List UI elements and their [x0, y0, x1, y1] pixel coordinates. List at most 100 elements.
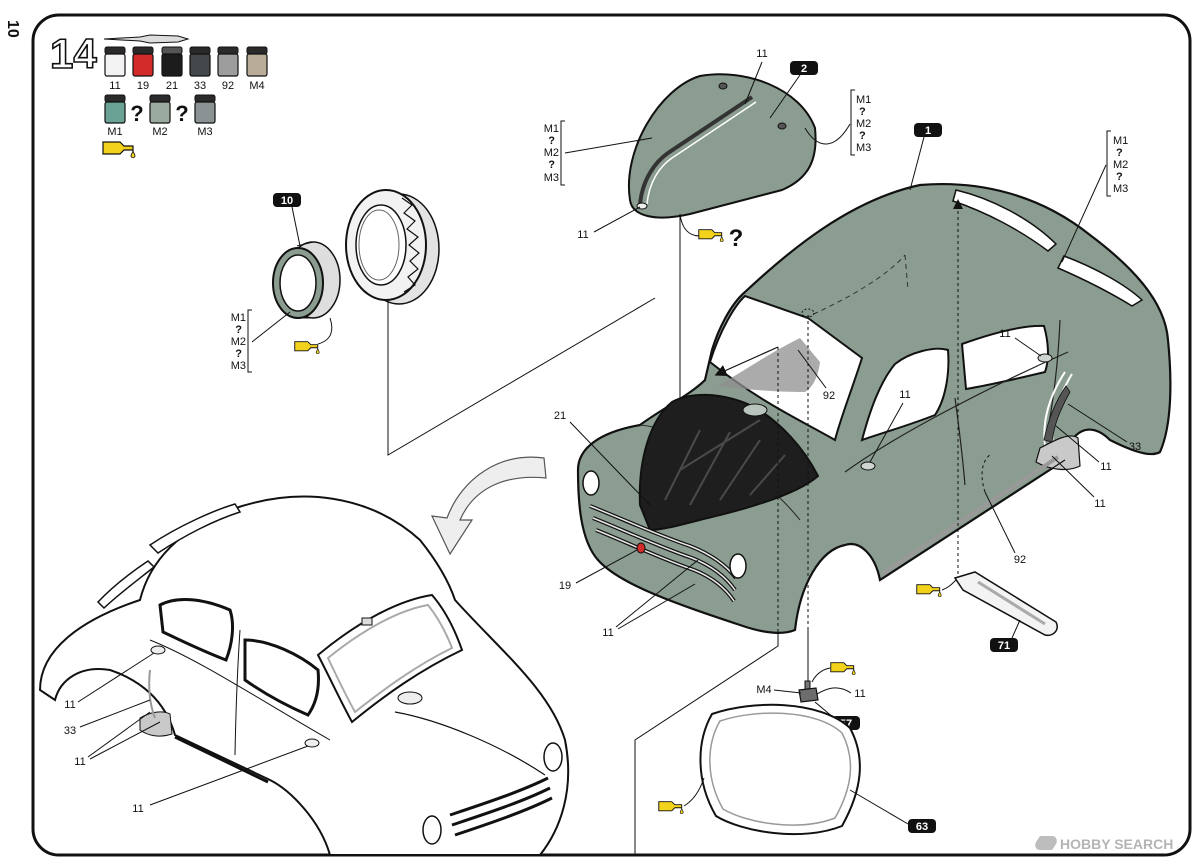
headlight — [582, 470, 600, 496]
curved-arrow-icon — [430, 456, 547, 556]
svg-text:M3: M3 — [1113, 183, 1128, 195]
svg-text:M2: M2 — [1113, 159, 1128, 171]
color-bracket-hood-right: M1 ? M2 ? M3 — [804, 89, 871, 156]
callout-label: 11 — [577, 229, 588, 241]
wheel-rim-inner — [279, 254, 317, 312]
brush-icon — [103, 34, 190, 44]
paint-pot-4: 33 — [189, 46, 211, 92]
hood-hinge — [777, 122, 787, 130]
callout-label: 21 — [554, 410, 566, 422]
headlight — [729, 553, 747, 579]
watermark: HOBBY SEARCH — [1035, 836, 1173, 852]
color-bracket-body-right: M1 ? M2 ? M3 — [1061, 130, 1128, 263]
color-bracket-hood-left: M1 ? M2 ? M3 — [544, 120, 653, 186]
paint-code-label: M3 — [197, 126, 212, 138]
svg-text:?: ? — [859, 106, 866, 118]
paint-code-label: 21 — [166, 80, 178, 92]
wheel-guide-line — [387, 297, 656, 456]
callout-label: 33 — [1129, 441, 1141, 453]
roof-vent — [952, 189, 1058, 252]
tire-bead — [358, 209, 400, 281]
paint-code-label: M1 — [107, 126, 122, 138]
svg-text:?: ? — [859, 130, 866, 142]
svg-text:M2: M2 — [856, 118, 871, 130]
callout-label: 92 — [823, 390, 835, 402]
callout-label: 19 — [559, 580, 571, 592]
assembled-mirror — [361, 617, 373, 626]
svg-text:?: ? — [548, 135, 555, 147]
assembled-grille-bar — [449, 776, 549, 817]
glue-icon — [294, 341, 320, 354]
callout-label: 11 — [999, 328, 1010, 340]
callout-label: 11 — [1100, 461, 1111, 473]
callout-label: 11 — [756, 48, 767, 60]
roof-inner-dash — [804, 254, 909, 319]
windshield-part — [699, 703, 861, 836]
mirror-part — [798, 687, 819, 703]
svg-text:?: ? — [235, 324, 242, 336]
door-handle — [1037, 353, 1053, 363]
part-badge-bg — [790, 61, 818, 75]
assembled-door-seam — [234, 629, 241, 756]
hood-part — [627, 73, 817, 219]
assembled-windshield-glass — [326, 603, 454, 714]
watermark-text: HOBBY SEARCH — [1060, 836, 1173, 852]
sill-line — [879, 459, 1066, 581]
svg-text:M3: M3 — [231, 360, 246, 372]
hood-rim — [638, 95, 754, 206]
callout-label: 11 — [64, 699, 75, 711]
mix-pot-2: M2 — [149, 94, 171, 138]
callout-label: 92 — [1014, 554, 1026, 566]
windshield-tint — [718, 338, 820, 392]
svg-text:?: ? — [1116, 171, 1123, 183]
tire-hole — [355, 204, 407, 286]
part-badge-bg — [990, 638, 1018, 652]
svg-text:?: ? — [1116, 147, 1123, 159]
callout-label: 11 — [132, 803, 143, 815]
assembled-headlight — [543, 742, 563, 772]
door-seam — [954, 397, 966, 486]
part-number-badge: 1 — [925, 125, 931, 137]
paint-pot-2: 19 — [132, 46, 154, 92]
svg-text:?: ? — [235, 348, 242, 360]
callout-label: M4 — [756, 684, 771, 696]
svg-text:M1: M1 — [231, 312, 246, 324]
svg-text:M1: M1 — [544, 123, 559, 135]
callout-label: 33 — [64, 725, 76, 737]
assembled-grille-bar — [454, 796, 553, 837]
callout-label: 11 — [854, 688, 865, 700]
mix-symbol: ? — [130, 101, 143, 126]
glue-icon — [698, 229, 724, 242]
svg-text:M2: M2 — [544, 147, 559, 159]
part-number-badge: 2 — [801, 63, 807, 75]
svg-text:?: ? — [548, 159, 555, 171]
grille-bar — [592, 517, 736, 591]
hood-rim-highlight — [646, 101, 757, 205]
mix-pot-3: M3 — [194, 94, 216, 138]
assembled-roof-vent — [96, 560, 156, 610]
paint-code-label: 19 — [137, 80, 149, 92]
glue-icon — [916, 584, 942, 597]
part-number-badge: 63 — [916, 821, 928, 833]
paint-pot-body — [104, 101, 126, 124]
paint-pot-1: 11 — [104, 46, 126, 92]
svg-text:M3: M3 — [544, 172, 559, 184]
door-handle — [860, 461, 876, 471]
assembled-front-window — [243, 638, 320, 717]
front-door-window — [860, 347, 950, 442]
svg-text:M1: M1 — [1113, 135, 1128, 147]
paint-code-label: M4 — [249, 80, 264, 92]
assembled-sill — [174, 735, 269, 784]
glue-icon — [830, 662, 856, 675]
paint-code-label: M2 — [152, 126, 167, 138]
part-number-badge: 10 — [281, 195, 293, 207]
assembled-roof-vent — [148, 503, 242, 554]
paint-pot-body — [161, 53, 183, 77]
mix-symbol: ? — [175, 101, 188, 126]
hood-opening-rib — [664, 419, 786, 506]
svg-text:M1: M1 — [856, 94, 871, 106]
assembled-grille-bar — [451, 786, 551, 827]
paint-pot-6: M4 — [246, 46, 268, 92]
assembled-door-handle — [304, 738, 320, 748]
